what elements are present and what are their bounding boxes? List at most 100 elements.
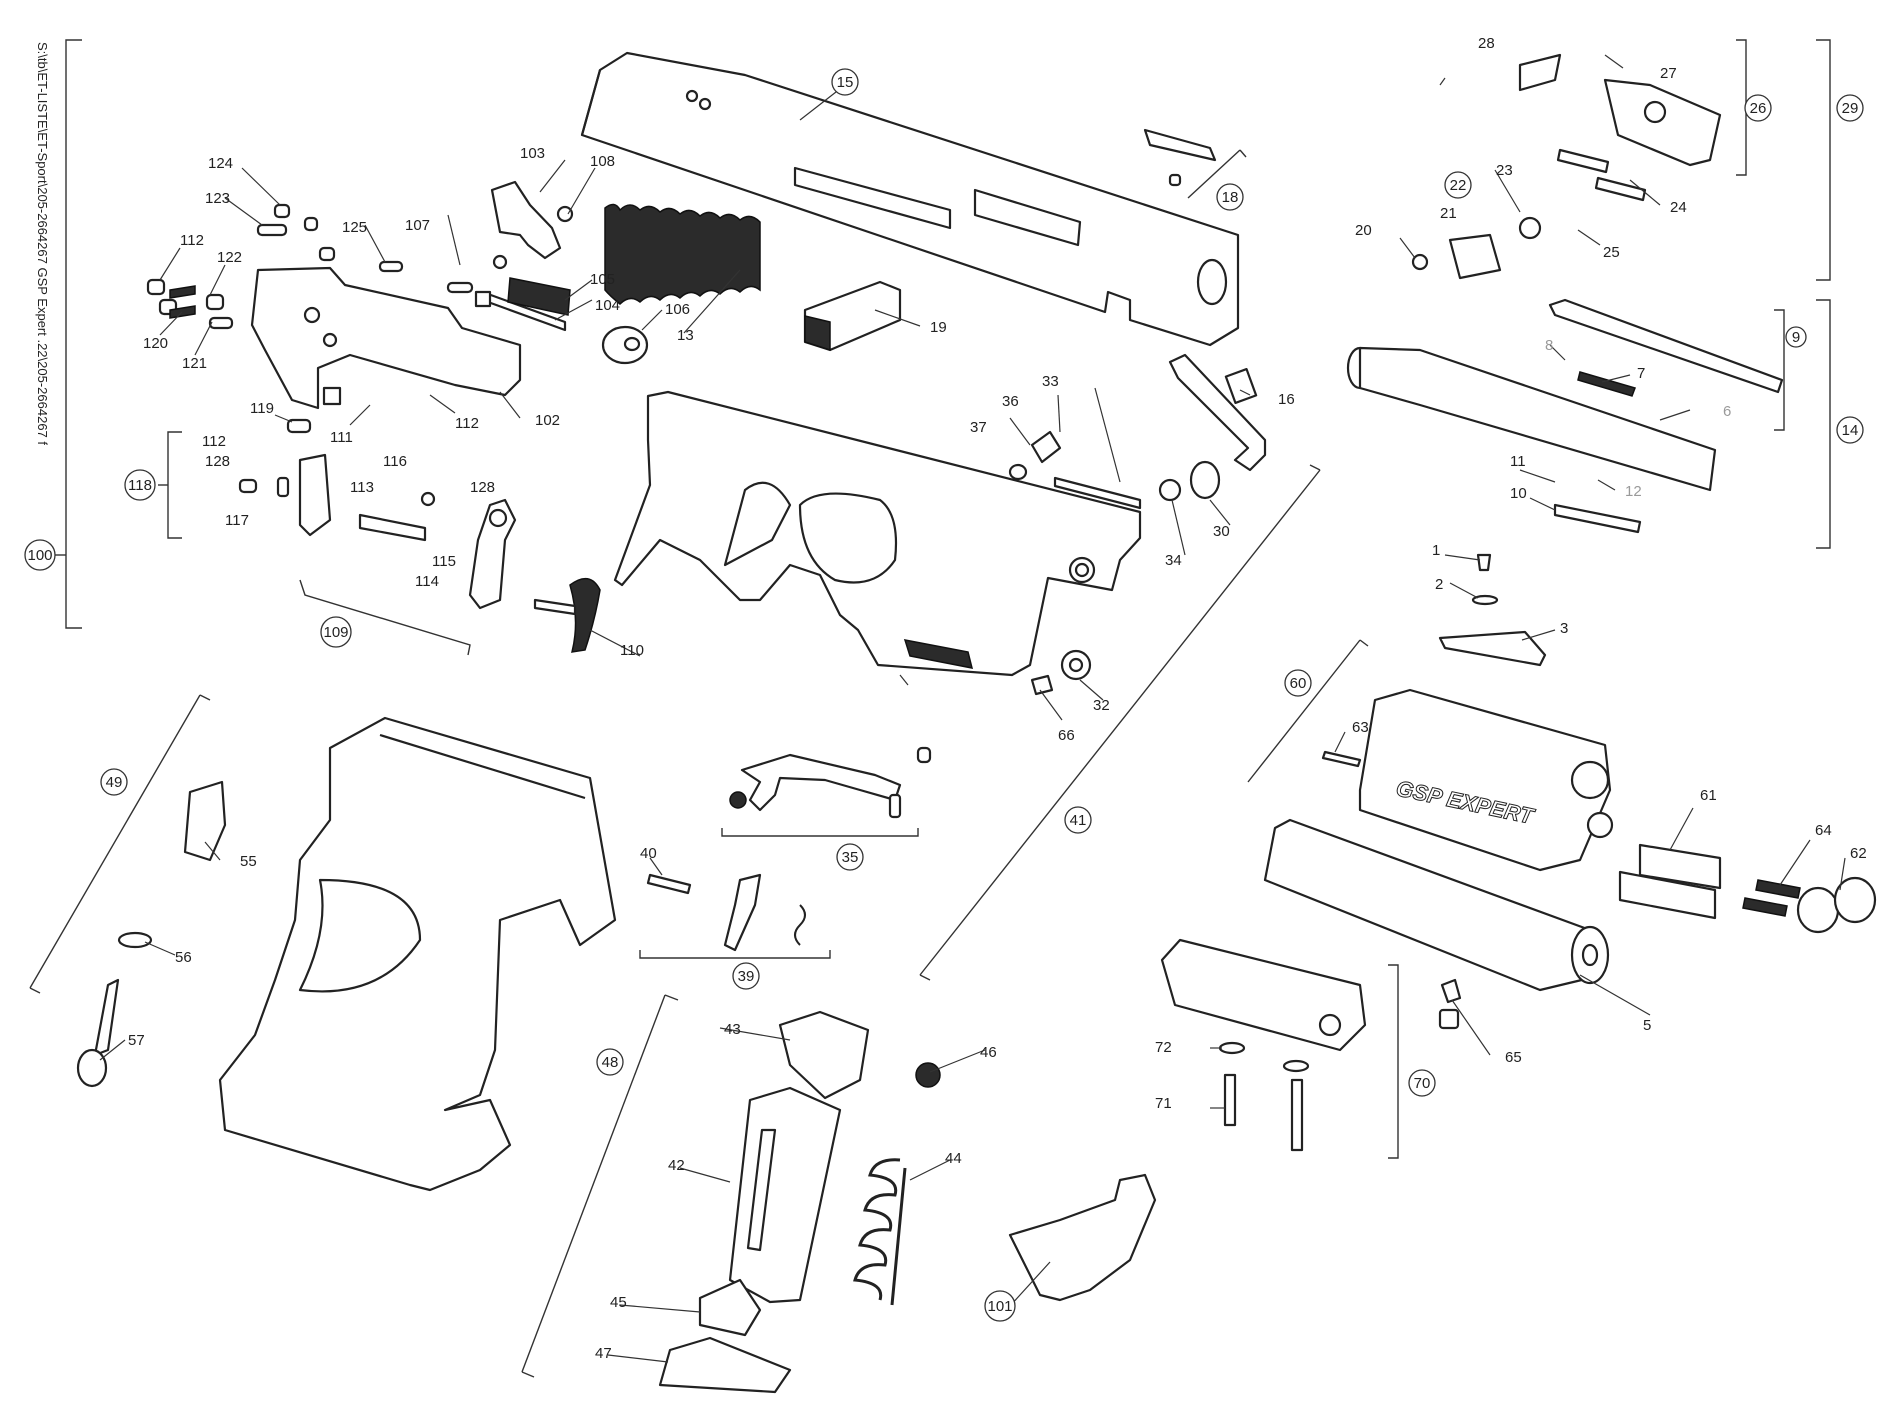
takedown-lever-part <box>1158 353 1267 502</box>
trigger-housing-part <box>250 266 522 410</box>
label-61: 61 <box>1700 787 1717 804</box>
label-40: 40 <box>640 845 657 862</box>
label-112c: 112 <box>202 433 226 450</box>
barrel-assembly-part <box>1346 298 1784 534</box>
label-10: 10 <box>1510 485 1527 502</box>
grip-part <box>76 716 617 1192</box>
label-113: 113 <box>350 479 374 496</box>
label-11: 11 <box>1510 453 1526 470</box>
label-5: 5 <box>1643 1017 1651 1034</box>
label-66: 66 <box>1058 727 1075 744</box>
label-6: 6 <box>1723 403 1731 420</box>
label-14: 14 <box>1842 422 1859 439</box>
label-106: 106 <box>665 301 690 318</box>
label-124: 124 <box>208 155 233 172</box>
label-112b: 112 <box>455 415 479 432</box>
slide-part <box>580 51 1240 347</box>
label-1: 1 <box>1432 542 1440 559</box>
forend-weight-part <box>1160 938 1462 1152</box>
label-25: 25 <box>1603 244 1620 261</box>
label-18: 18 <box>1222 189 1239 206</box>
label-100: 100 <box>27 547 52 564</box>
magazine-spring-part <box>853 1062 941 1306</box>
label-115: 115 <box>432 553 456 570</box>
recoil-spring-part <box>604 203 761 306</box>
label-36: 36 <box>1002 393 1019 410</box>
label-72: 72 <box>1155 1039 1172 1056</box>
label-64: 64 <box>1815 822 1832 839</box>
label-27: 27 <box>1660 65 1677 82</box>
label-60: 60 <box>1290 675 1307 692</box>
frame-small-parts <box>1008 430 1142 510</box>
label-8: 8 <box>1545 337 1553 354</box>
label-22: 22 <box>1450 177 1467 194</box>
label-3: 3 <box>1560 620 1568 637</box>
label-37: 37 <box>970 419 987 436</box>
label-108: 108 <box>590 153 615 170</box>
label-123: 123 <box>205 190 230 207</box>
label-116: 116 <box>383 453 407 470</box>
label-43: 43 <box>724 1021 741 1038</box>
front-sight-part <box>1438 553 1547 667</box>
misc-small-parts <box>1030 128 1362 768</box>
label-57: 57 <box>128 1032 145 1049</box>
label-21: 21 <box>1440 205 1457 222</box>
label-63: 63 <box>1352 719 1369 736</box>
label-48: 48 <box>602 1054 619 1071</box>
label-39: 39 <box>738 968 755 985</box>
label-26: 26 <box>1750 100 1767 117</box>
label-128a: 128 <box>205 453 230 470</box>
label-7: 7 <box>1637 365 1645 382</box>
label-46: 46 <box>980 1044 997 1061</box>
trigger-part <box>533 577 601 653</box>
label-32: 32 <box>1093 697 1110 714</box>
label-28: 28 <box>1478 35 1495 52</box>
label-24: 24 <box>1670 199 1687 216</box>
label-30: 30 <box>1213 523 1230 540</box>
label-111: 111 <box>330 429 353 446</box>
label-35: 35 <box>842 849 859 866</box>
label-42: 42 <box>668 1157 685 1174</box>
label-65: 65 <box>1505 1049 1522 1066</box>
label-49: 49 <box>106 774 123 791</box>
barrel-weight-part: GSP EXPERT <box>1358 688 1614 872</box>
label-105: 105 <box>590 271 615 288</box>
label-47: 47 <box>595 1345 612 1362</box>
leader-lines <box>99 54 1846 1363</box>
label-55: 55 <box>240 853 257 870</box>
label-117: 117 <box>225 512 249 529</box>
label-2: 2 <box>1435 576 1443 593</box>
label-41: 41 <box>1070 812 1087 829</box>
trigger-shoe-part <box>1008 1173 1157 1302</box>
label-114: 114 <box>415 573 439 590</box>
label-56: 56 <box>175 949 192 966</box>
label-13: 13 <box>677 327 694 344</box>
label-118: 118 <box>128 477 152 494</box>
label-20: 20 <box>1355 222 1372 239</box>
label-62: 62 <box>1850 845 1867 862</box>
label-112a: 112 <box>180 232 204 249</box>
label-120: 120 <box>143 335 168 352</box>
barrel-part <box>1263 818 1610 992</box>
label-125: 125 <box>342 219 367 236</box>
buffer-pad-part <box>803 280 902 352</box>
label-110: 110 <box>620 642 644 659</box>
part-number-labels: 15 18 26 29 22 9 14 100 118 109 49 60 41… <box>24 35 1867 1362</box>
label-15: 15 <box>837 74 854 91</box>
brackets <box>29 39 1831 1378</box>
label-33: 33 <box>1042 373 1059 390</box>
label-102: 102 <box>535 412 560 429</box>
label-34: 34 <box>1165 552 1182 569</box>
label-70: 70 <box>1414 1075 1431 1092</box>
label-45: 45 <box>610 1294 627 1311</box>
label-12: 12 <box>1625 483 1642 500</box>
label-23: 23 <box>1496 162 1513 179</box>
rear-sight-part <box>1411 53 1722 280</box>
label-101: 101 <box>987 1298 1012 1315</box>
label-9: 9 <box>1792 329 1800 346</box>
sear-parts <box>238 418 517 610</box>
magazine-part <box>658 1010 870 1394</box>
label-121: 121 <box>182 355 207 372</box>
hammer-part <box>474 180 649 365</box>
